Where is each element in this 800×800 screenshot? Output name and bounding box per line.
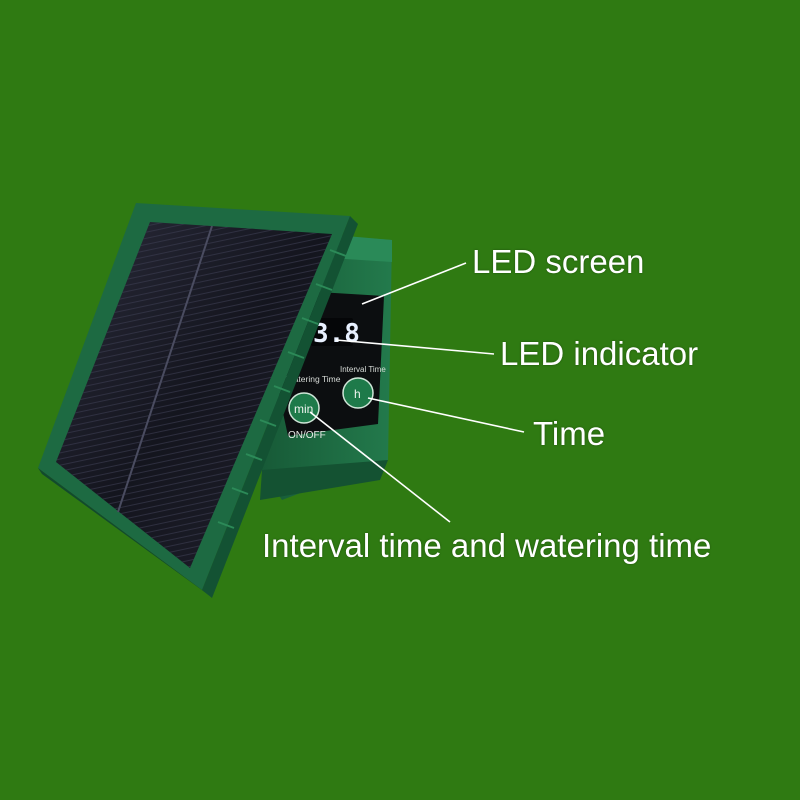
callout-led-screen: LED screen <box>472 243 645 280</box>
leader-led-indicator <box>335 339 495 355</box>
led-screen: 3.8 <box>311 318 360 349</box>
watering-time-label: Watering Time <box>286 374 341 384</box>
solar-panel <box>38 203 358 598</box>
on-off-label: ON/OFF <box>288 430 326 441</box>
callout-time: Time <box>533 415 606 452</box>
callout-interval-watering: Interval time and watering time <box>262 527 712 564</box>
leader-interval <box>309 411 451 523</box>
h-button[interactable]: h <box>342 377 374 409</box>
min-button[interactable]: min <box>288 392 320 424</box>
interval-time-label: Interval Time <box>340 365 386 374</box>
leader-led-screen <box>361 262 467 305</box>
leader-time <box>367 397 525 433</box>
min-button-label: min <box>294 402 313 416</box>
callout-lines <box>309 262 525 523</box>
led-digits: 3.8 <box>313 319 360 349</box>
callout-led-indicator: LED indicator <box>500 335 699 372</box>
h-button-label: h <box>354 387 361 401</box>
